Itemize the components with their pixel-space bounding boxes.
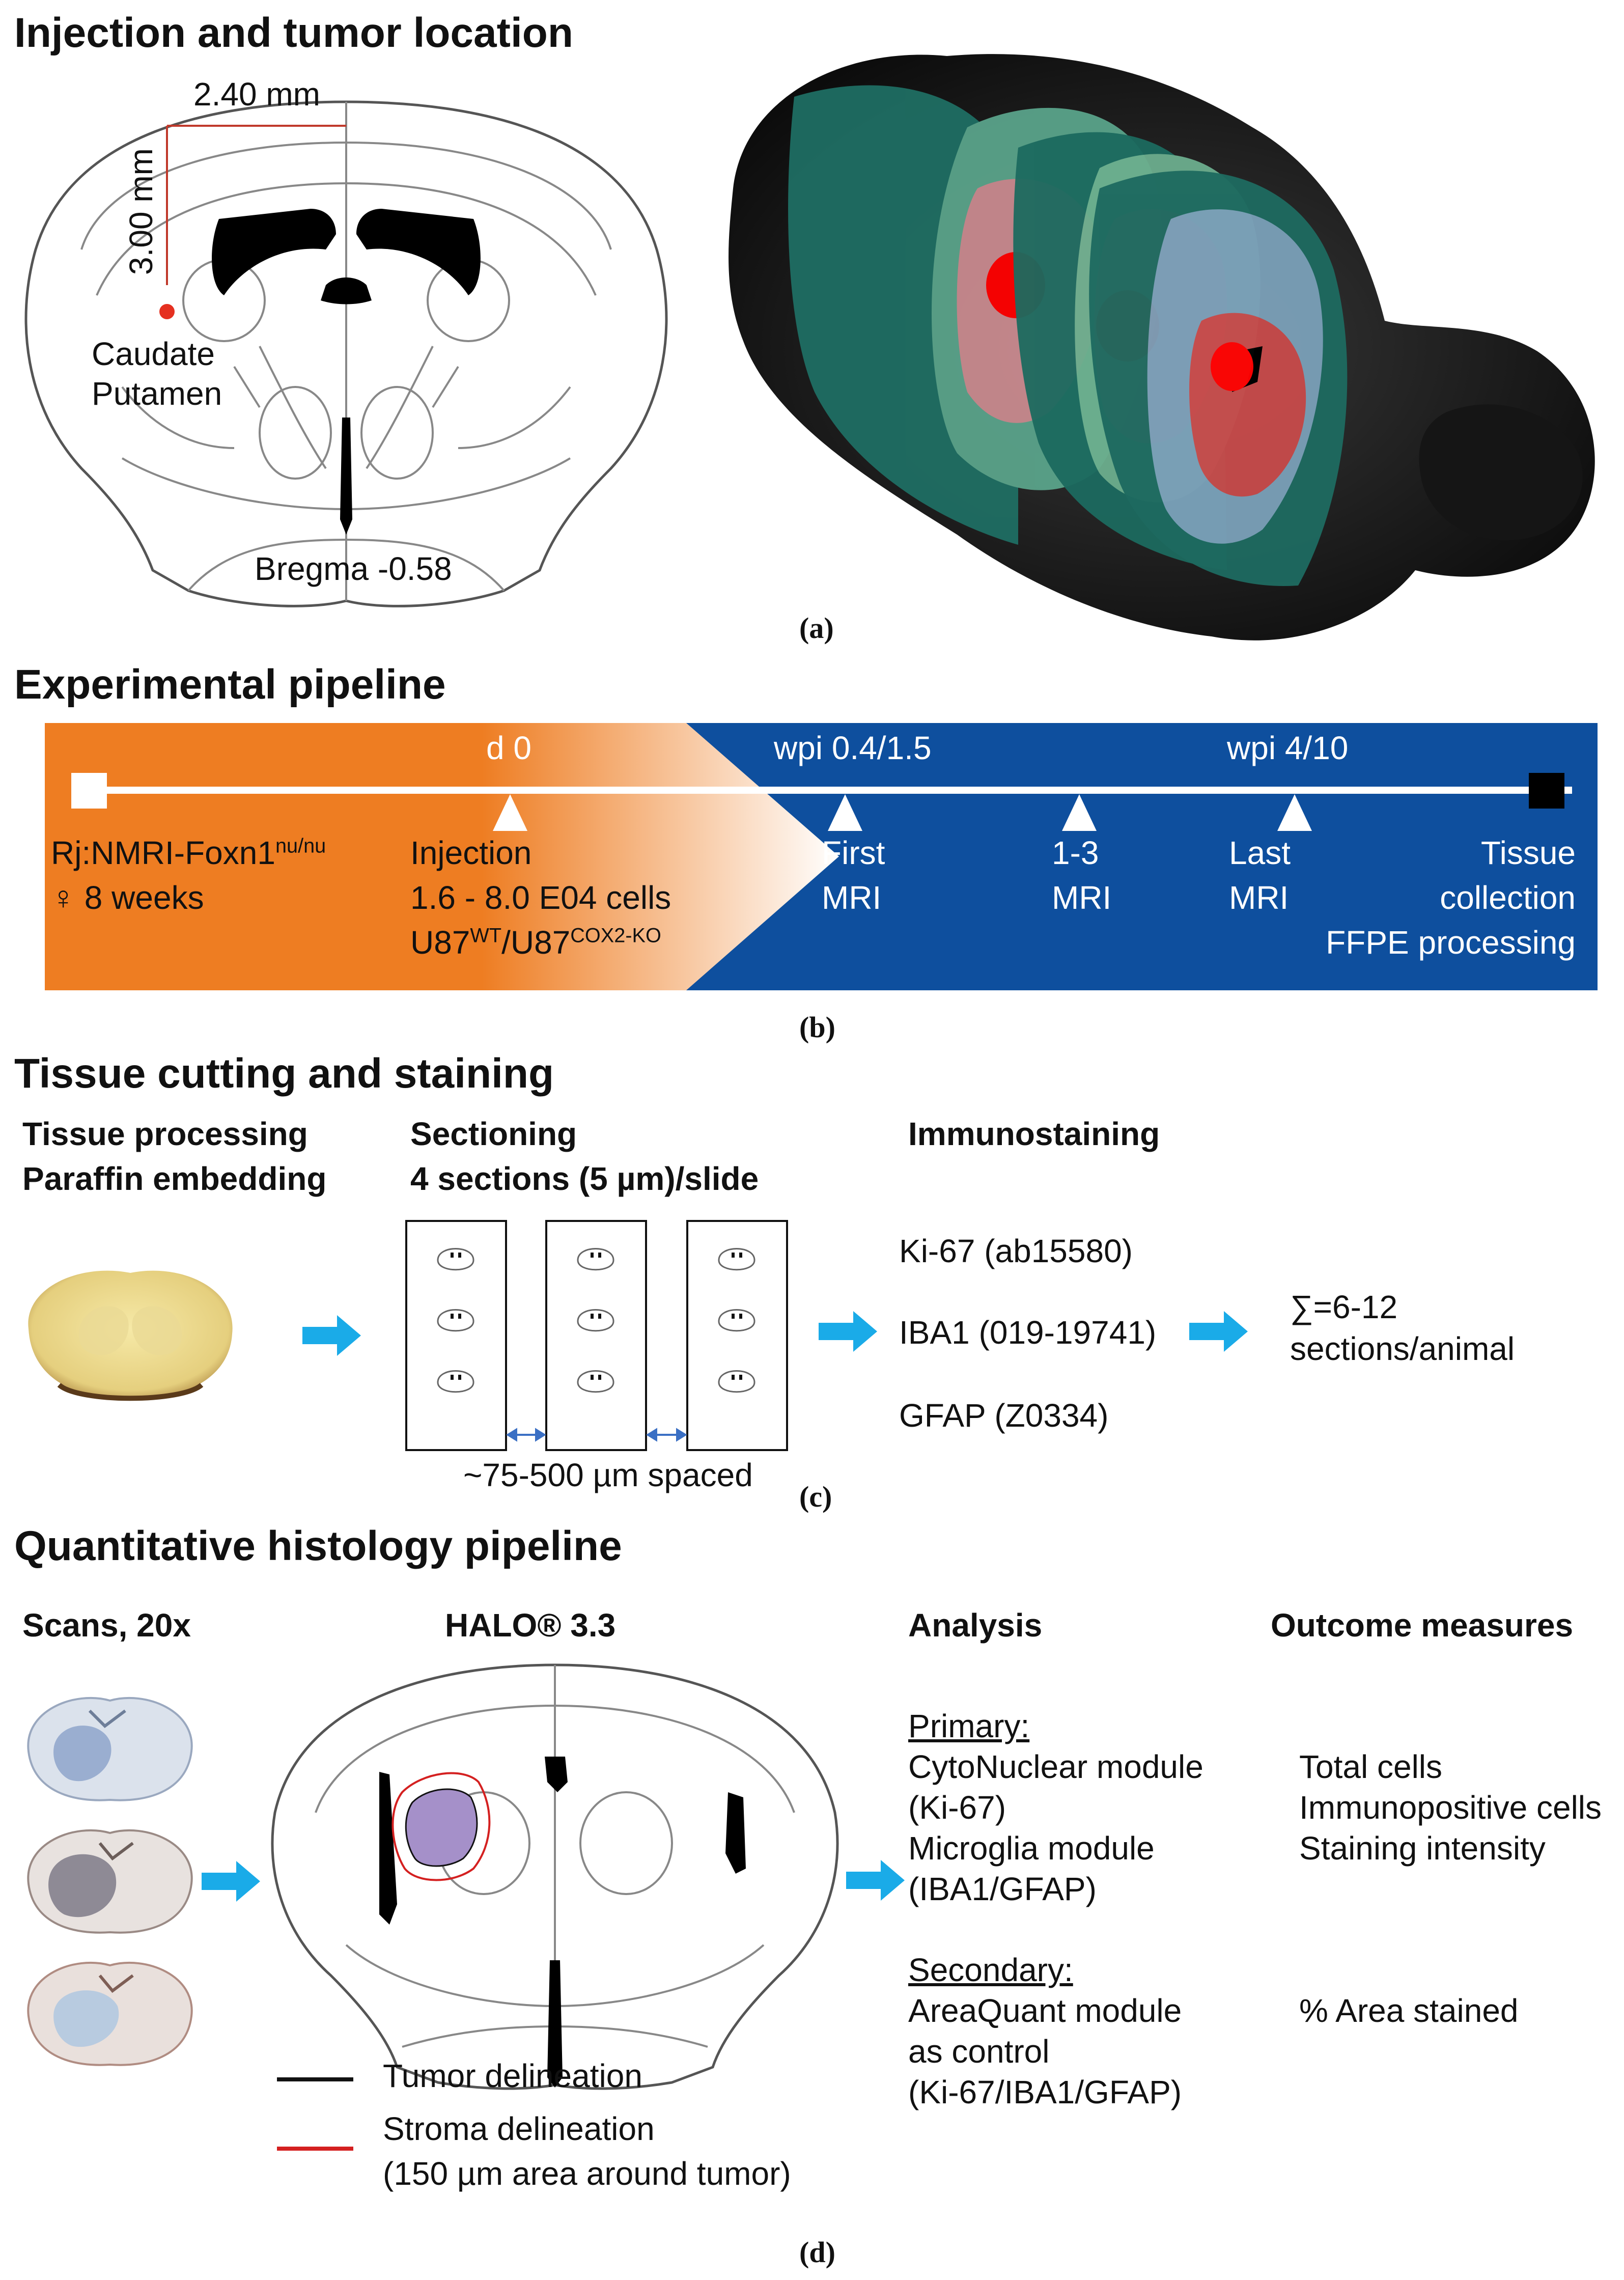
tissue-line3: FFPE processing: [1326, 924, 1576, 961]
timepoint-wpi-late: wpi 4/10: [1227, 730, 1349, 766]
scan-thumbnails: [27, 1697, 193, 2066]
legend-stroma-label: Stroma delineation: [383, 2110, 655, 2147]
primary-line-4: (IBA1/GFAP): [908, 1871, 1097, 1907]
secondary-line-3: (Ki-67/IBA1/GFAP): [908, 2074, 1182, 2110]
secondary-line-1: AreaQuant module: [908, 1992, 1182, 2029]
sectioning-heading-2: 4 sections (5 µm)/slide: [410, 1160, 759, 1197]
outcome-immunopositive: Immunopositive cells: [1299, 1789, 1602, 1826]
panel-d-caption: (d): [799, 2236, 835, 2269]
legend-tumor-label: Tumor delineation: [383, 2057, 642, 2094]
panel-c-caption: (c): [799, 1480, 832, 1513]
outcome-total-cells: Total cells: [1299, 1748, 1442, 1785]
legend-stroma-line: [277, 2147, 353, 2151]
stain-gfap: GFAP (Z0334): [899, 1397, 1109, 1434]
arrow-icon-sectioning-to-staining: [819, 1311, 877, 1352]
timepoint-d0: d 0: [486, 730, 531, 766]
panel-d-title: Quantitative histology pipeline: [14, 1523, 622, 1569]
mid-mri-line1: 1-3: [1052, 835, 1099, 871]
analysis-heading: Analysis: [908, 1607, 1043, 1644]
stain-ki67: Ki-67 (ab15580): [899, 1233, 1133, 1269]
scans-heading: Scans, 20x: [22, 1607, 191, 1644]
arrow-icon-processing-to-sectioning: [302, 1315, 361, 1356]
dimension-vertical-label: 3.00 mm: [123, 148, 159, 275]
slides-diagram: [405, 1220, 788, 1451]
caudate-label: Caudate: [92, 336, 215, 372]
section-spacing-label: ~75-500 µm spaced: [463, 1457, 753, 1493]
first-mri-line1: First: [822, 835, 885, 871]
paraffin-block-image: [28, 1270, 233, 1401]
injection-label: Injection: [410, 835, 532, 871]
mouse-strain: Rj:NMRI-Foxn1nu/nu: [51, 835, 326, 871]
processing-heading-1: Tissue processing: [22, 1116, 308, 1152]
section-sum: ∑=6-12: [1290, 1289, 1398, 1325]
legend-stroma-detail: (150 µm area around tumor): [383, 2155, 791, 2192]
tissue-line1: Tissue: [1480, 835, 1576, 871]
arrow-icon-staining-to-sum: [1189, 1311, 1248, 1352]
secondary-line-2: as control: [908, 2033, 1050, 2070]
primary-line-1: CytoNuclear module: [908, 1748, 1203, 1785]
brain-3d-render: [729, 54, 1595, 641]
outcome-staining-intensity: Staining intensity: [1299, 1830, 1546, 1867]
legend-tumor-line: [277, 2077, 353, 2081]
first-mri-line2: MRI: [822, 879, 882, 916]
last-mri-line2: MRI: [1229, 879, 1289, 916]
processing-heading-2: Paraffin embedding: [22, 1160, 327, 1197]
panel-c-title: Tissue cutting and staining: [14, 1050, 554, 1097]
bregma-label: Bregma -0.58: [255, 550, 452, 587]
outcome-area-stained: % Area stained: [1299, 1992, 1519, 2029]
cell-count: 1.6 - 8.0 E04 cells: [410, 879, 671, 916]
secondary-heading: Secondary:: [908, 1952, 1073, 1988]
halo-heading: HALO® 3.3: [445, 1607, 616, 1644]
sectioning-heading-1: Sectioning: [410, 1116, 577, 1152]
panel-a-title: Injection and tumor location: [14, 10, 573, 56]
cell-line: U87WT/U87COX2-KO: [410, 924, 661, 961]
stain-iba1: IBA1 (019-19741): [899, 1314, 1157, 1351]
immunostaining-heading: Immunostaining: [908, 1116, 1160, 1152]
halo-annotated-brain: [271, 1663, 839, 2090]
coronal-brain-atlas-a: [24, 100, 668, 607]
panel-b-title: Experimental pipeline: [14, 661, 446, 708]
putamen-label: Putamen: [92, 375, 222, 412]
tissue-line2: collection: [1440, 879, 1576, 916]
arrow-icon-scans-to-halo: [202, 1861, 260, 1902]
mouse-age: ♀ 8 weeks: [51, 879, 204, 916]
timepoint-wpi-early: wpi 0.4/1.5: [774, 730, 932, 766]
pipeline-timeline-background: [45, 723, 1598, 990]
panel-a-caption: (a): [799, 611, 834, 645]
dimension-horizontal-label: 2.40 mm: [193, 76, 320, 113]
mid-mri-line2: MRI: [1052, 879, 1112, 916]
panel-b-caption: (b): [799, 1011, 835, 1044]
primary-line-3: Microglia module: [908, 1830, 1155, 1867]
outcome-heading: Outcome measures: [1271, 1607, 1574, 1644]
sections-per-animal: sections/animal: [1290, 1330, 1515, 1367]
arrow-icon-halo-to-analysis: [846, 1860, 905, 1901]
last-mri-line1: Last: [1229, 835, 1291, 871]
primary-line-2: (Ki-67): [908, 1789, 1006, 1826]
primary-heading: Primary:: [908, 1708, 1030, 1744]
